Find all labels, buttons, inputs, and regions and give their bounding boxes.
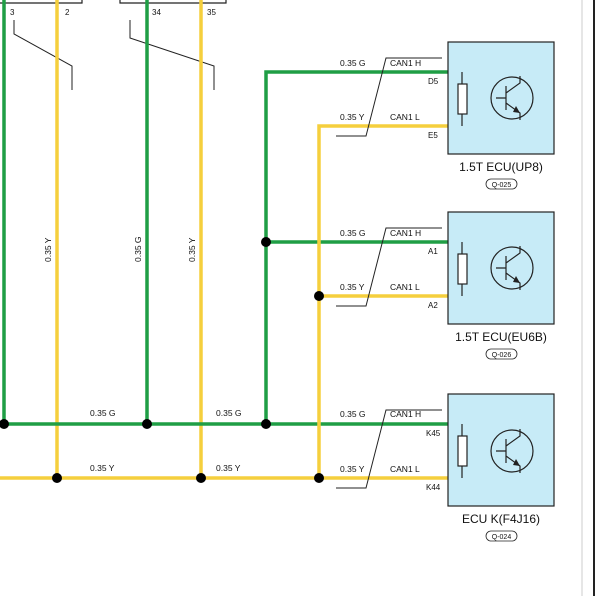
wire-label-can-h: 0.35 G [340,409,366,419]
pin-label-can-l: E5 [428,131,438,140]
bus-label-green-mid: 0.35 G [216,408,242,418]
twisted-pair-mark [13,20,73,90]
splice-dot [196,473,206,483]
ecu-f4j16: 0.35 G CAN1 H 0.35 Y CAN1 L K45 K44 ECU … [336,393,555,542]
wire-label-vertical-3: 0.35 Y [187,237,197,262]
yellow-trunk [317,124,462,478]
wire-label-vertical-1: 0.35 Y [43,237,53,262]
splice-dot [314,291,324,301]
splice-dot [261,419,271,429]
connector-outline [119,0,227,4]
connector-pin-3: 3 [10,8,15,17]
wire-label-can-h: 0.35 G [340,58,366,68]
pin-label-can-h: A1 [428,247,438,256]
ecu-eu6b: 0.35 G CAN1 H 0.35 Y CAN1 L A1 A2 1.5T E… [336,211,555,360]
ecu-code: Q-024 [492,534,512,541]
resistor-icon [457,72,468,126]
bus-label-yellow-mid: 0.35 Y [216,463,241,473]
signal-label-can-l: CAN1 L [390,464,420,474]
splice-dot [314,473,324,483]
ecu-title: 1.5T ECU(UP8) [459,160,543,174]
bus-label-yellow-left: 0.35 Y [90,463,115,473]
bus-label-green-left: 0.35 G [90,408,116,418]
splice-dot [261,237,271,247]
connector-pin-35: 35 [207,8,216,17]
splice-dot [52,473,62,483]
ecu-title: ECU K(F4J16) [462,512,540,526]
connector-pin-2: 2 [65,8,70,17]
ecu-title: 1.5T ECU(EU6B) [455,330,547,344]
ecu-code: Q-026 [492,352,512,359]
ecu-code-badge [485,348,518,360]
transistor-icon [490,246,534,290]
ecu-up8: 0.35 G CAN1 H 0.35 Y CAN1 L D5 E5 1.5T E… [336,41,555,190]
resistor-icon [457,424,468,478]
signal-label-can-h: CAN1 H [390,58,421,68]
wire-label-can-h: 0.35 G [340,228,366,238]
wire-label-can-l: 0.35 Y [340,282,365,292]
wire-label-can-l: 0.35 Y [340,112,365,122]
twisted-pair-mark [336,227,442,307]
splice-dots [0,237,324,483]
ecu-code-badge [485,178,518,190]
connector-outline [0,0,83,4]
pin-label-can-h: K45 [426,429,441,438]
connector-pin-34: 34 [152,8,161,17]
wire-label-vertical-2: 0.35 G [133,236,143,262]
pin-label-can-l: A2 [428,301,438,310]
transistor-icon [490,429,534,473]
twisted-pair-mark [336,409,442,489]
pin-label-can-l: K44 [426,483,441,492]
resistor-icon [457,242,468,296]
wire-label-can-l: 0.35 Y [340,464,365,474]
twisted-pair-mark [336,57,442,137]
signal-label-can-l: CAN1 L [390,112,420,122]
signal-label-can-h: CAN1 H [390,228,421,238]
signal-label-can-h: CAN1 H [390,409,421,419]
top-connector: 3 2 34 35 [0,0,227,17]
signal-label-can-l: CAN1 L [390,282,420,292]
pin-label-can-h: D5 [428,77,439,86]
splice-dot [0,419,9,429]
green-trunk [264,70,462,424]
ecu-code: Q-025 [492,182,512,189]
ecu-code-badge [485,530,518,542]
splice-dot [142,419,152,429]
twisted-pair-mark [129,20,215,90]
transistor-icon [490,76,534,120]
